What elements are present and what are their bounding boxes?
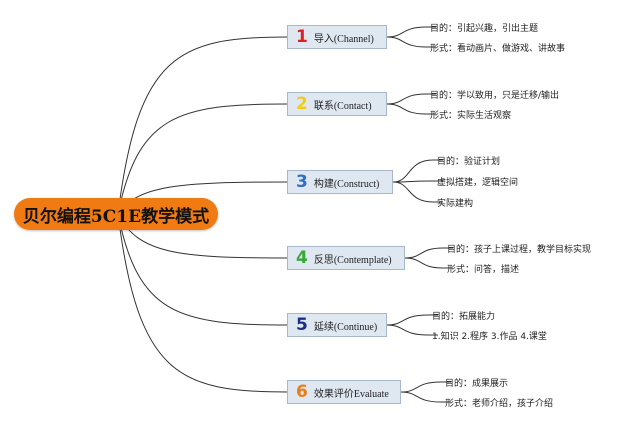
branch-4-leaf-1: 目的：孩子上课过程，教学目标实现: [447, 245, 592, 255]
branch-3-leaf-2: 虚拟搭建，逻辑空间: [437, 178, 519, 188]
branch-4-label: 反思(Contemplate): [313, 254, 392, 266]
branch-1-node: 1 导入(Channel): [287, 25, 387, 49]
branch-5-leaf-1: 目的：拓展能力: [432, 312, 496, 322]
branch-2-node: 2 联系(Contact): [287, 92, 387, 116]
branch-3-number: 3: [296, 171, 308, 192]
branch-4-leaf-1-connector: [404, 247, 453, 259]
branch-4-leaf-2-connector: [404, 257, 453, 269]
branch-2-leaf-1: 目的：学以致用，只是迁移/输出: [430, 91, 560, 101]
root-label: 贝尔编程5C1E教学模式: [22, 206, 210, 227]
branch-3-leaf-3-connector: [392, 181, 443, 203]
branch-1-leaf-2: 形式：看动画片、做游戏、讲故事: [430, 44, 566, 54]
branch-6-label: 效果评价Evaluate: [313, 388, 389, 400]
branch-5-leaf-2: 1.知识 2.程序 3.作品 4.课堂: [432, 332, 547, 342]
branch-3-label: 构建(Construct): [313, 178, 380, 190]
branch-6-connector: [117, 213, 288, 393]
branch-5-leaf-1-connector: [386, 314, 438, 326]
branch-1-leaf-1: 目的：引起兴趣，引出主题: [430, 24, 539, 34]
branch-3-leaf-2-connector: [392, 180, 443, 183]
branch-4-leaf-2: 形式：问答，描述: [447, 265, 520, 275]
root-node: 贝尔编程5C1E教学模式: [14, 198, 218, 230]
branch-6-leaf-1: 目的：成果展示: [445, 379, 509, 389]
branch-6-leaf-1-connector: [400, 381, 451, 393]
branch-4-node: 4 反思(Contemplate): [287, 246, 405, 270]
branch-4-number: 4: [296, 247, 308, 268]
branch-5-connector: [117, 213, 288, 326]
branch-3-leaf-1-connector: [392, 159, 443, 183]
branch-2-label: 联系(Contact): [313, 100, 372, 112]
branch-6-leaf-2-connector: [400, 391, 451, 403]
branch-2-leaf-1-connector: [386, 93, 436, 105]
branch-2-number: 2: [296, 93, 308, 114]
branch-3-leaf-1: 目的：验证计划: [437, 157, 501, 167]
branch-3-leaf-3: 实际建构: [437, 199, 474, 209]
branch-3-node: 3 构建(Construct): [287, 170, 393, 194]
branch-1-number: 1: [296, 26, 308, 47]
branch-1-label: 导入(Channel): [313, 33, 374, 45]
branch-2-connector: [117, 103, 288, 215]
branch-2-leaf-2: 形式：实际生活观察: [430, 111, 512, 121]
branch-1-leaf-1-connector: [386, 26, 436, 38]
branch-6-number: 6: [296, 381, 308, 402]
branch-6-leaf-2: 形式：老师介绍，孩子介绍: [445, 399, 554, 409]
branch-1-connector: [117, 36, 288, 215]
branch-6-node: 6 效果评价Evaluate: [287, 380, 401, 404]
branch-5-number: 5: [296, 314, 308, 335]
branch-5-leaf-2-connector: [386, 324, 438, 336]
branch-5-node: 5 延续(Continue): [287, 313, 387, 337]
branch-5-label: 延续(Continue): [313, 321, 378, 333]
branch-1-leaf-2-connector: [386, 36, 436, 48]
branch-2-leaf-2-connector: [386, 103, 436, 115]
